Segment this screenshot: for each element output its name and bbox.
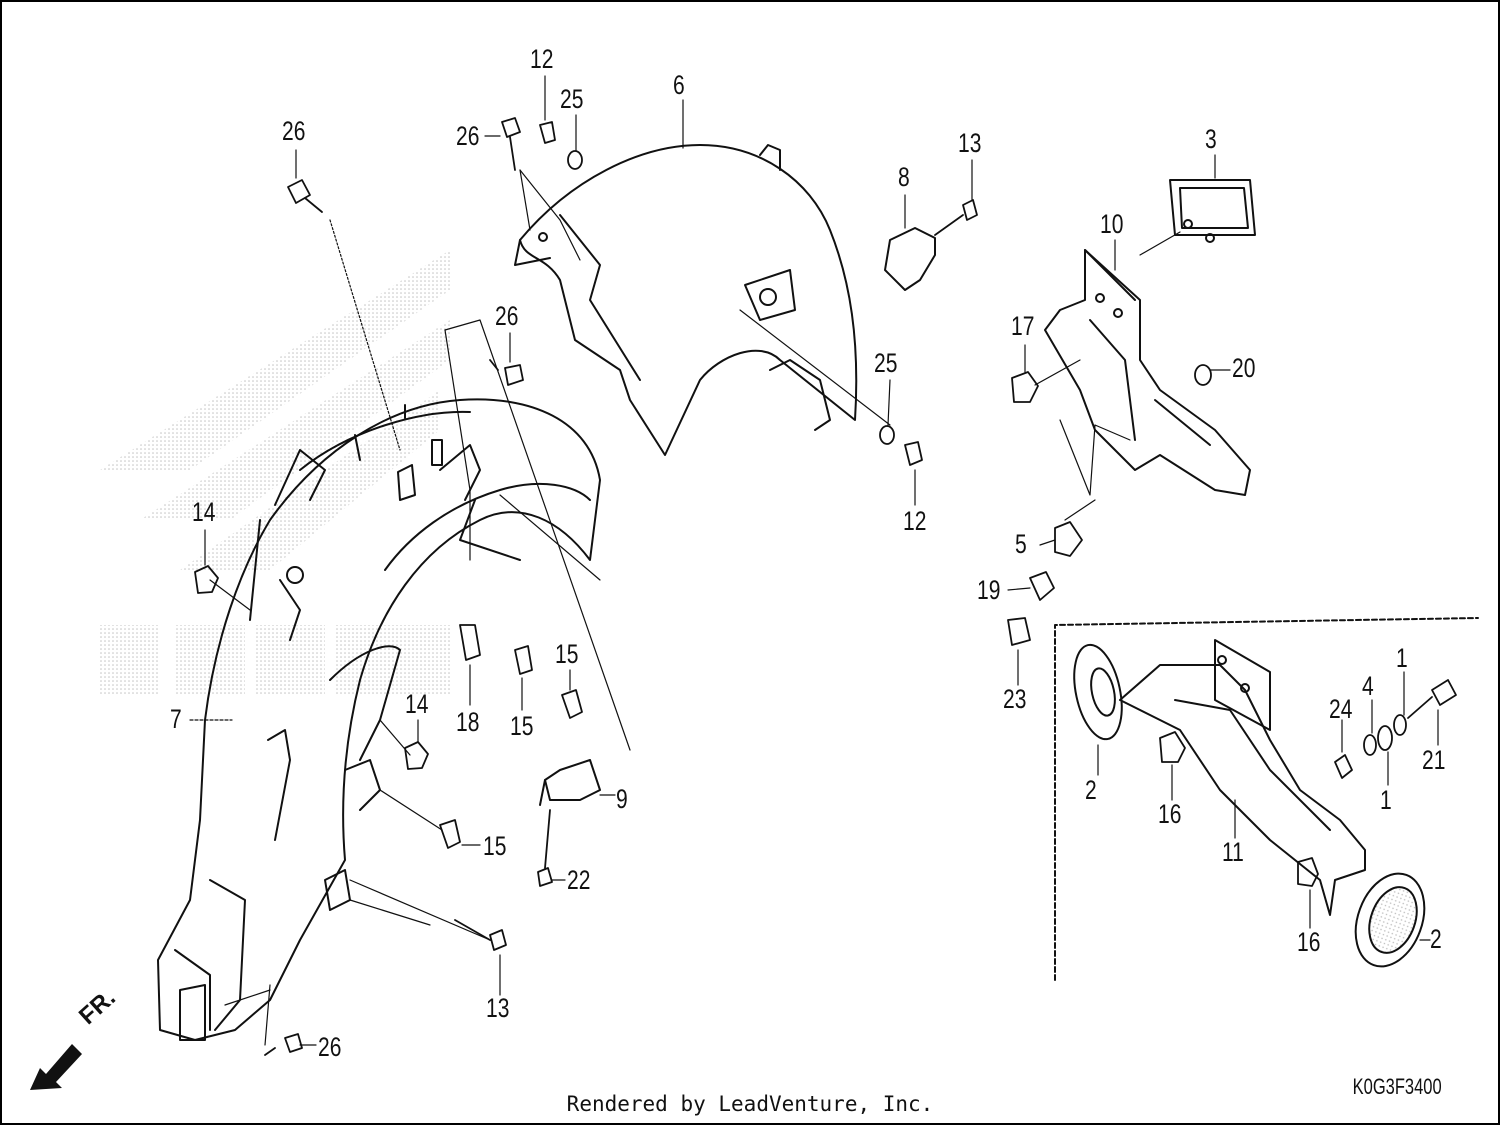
callout-c1a: 1 bbox=[1396, 643, 1408, 673]
callout-c26d: 26 bbox=[318, 1032, 342, 1062]
callout-c7: 7 bbox=[170, 704, 182, 734]
callout-c3: 3 bbox=[1205, 124, 1217, 154]
callout-c2b: 2 bbox=[1430, 924, 1442, 954]
part-9-clip bbox=[539, 759, 601, 806]
callout-c18: 18 bbox=[456, 707, 480, 737]
callout-c19: 19 bbox=[977, 575, 1001, 605]
callout-c26b: 26 bbox=[456, 121, 480, 151]
callout-c17: 17 bbox=[1011, 311, 1035, 341]
callout-c8: 8 bbox=[898, 162, 910, 192]
part-7-rear-fender bbox=[157, 398, 601, 1041]
front-direction-arrow bbox=[30, 1044, 82, 1090]
inset-frame bbox=[1054, 617, 1479, 981]
callout-c15c: 15 bbox=[483, 831, 507, 861]
callout-c26c: 26 bbox=[495, 301, 519, 331]
callout-c13b: 13 bbox=[486, 993, 510, 1023]
callout-c26a: 26 bbox=[282, 116, 306, 146]
part-11-reflector-bracket bbox=[1119, 639, 1366, 916]
callout-c12a: 12 bbox=[530, 44, 554, 74]
callout-c22: 22 bbox=[567, 865, 591, 895]
callout-c9: 9 bbox=[616, 784, 628, 814]
part-6-upper-fender bbox=[514, 144, 858, 456]
honda-watermark bbox=[100, 250, 450, 695]
callout-c6: 6 bbox=[673, 70, 685, 100]
callout-c25b: 25 bbox=[874, 348, 898, 378]
callout-c11: 11 bbox=[1222, 837, 1244, 867]
leader-lines bbox=[189, 75, 1439, 1046]
callout-c13a: 13 bbox=[958, 128, 982, 158]
callout-c15a: 15 bbox=[510, 711, 534, 741]
callout-c14b: 14 bbox=[405, 689, 429, 719]
callout-c25a: 25 bbox=[560, 84, 584, 114]
part-10-license-bracket bbox=[1044, 249, 1251, 496]
part-3-license-light bbox=[1169, 179, 1256, 243]
callout-c23: 23 bbox=[1003, 684, 1027, 714]
part-2-reflector-left bbox=[1073, 643, 1123, 741]
callout-c16a: 16 bbox=[1158, 799, 1182, 829]
callout-c1b: 1 bbox=[1380, 785, 1392, 815]
callout-c16b: 16 bbox=[1297, 927, 1321, 957]
callout-c21: 21 bbox=[1422, 745, 1446, 775]
callout-c15b: 15 bbox=[555, 639, 579, 669]
part-8-bracket bbox=[884, 227, 936, 291]
fasteners bbox=[194, 117, 1457, 1056]
part-2-reflector-right bbox=[1354, 872, 1426, 968]
callout-c5: 5 bbox=[1015, 529, 1027, 559]
credit-footer: Rendered by LeadVenture, Inc. bbox=[566, 1092, 934, 1116]
callout-c12b: 12 bbox=[903, 506, 927, 536]
diagram-code: K0G3F3400 bbox=[1353, 1074, 1442, 1099]
callout-c4: 4 bbox=[1362, 671, 1374, 701]
callout-c2a: 2 bbox=[1085, 775, 1097, 805]
callout-c24: 24 bbox=[1329, 694, 1353, 724]
callout-c14a: 14 bbox=[192, 497, 216, 527]
callout-c10: 10 bbox=[1100, 209, 1124, 239]
callout-c20: 20 bbox=[1232, 353, 1256, 383]
